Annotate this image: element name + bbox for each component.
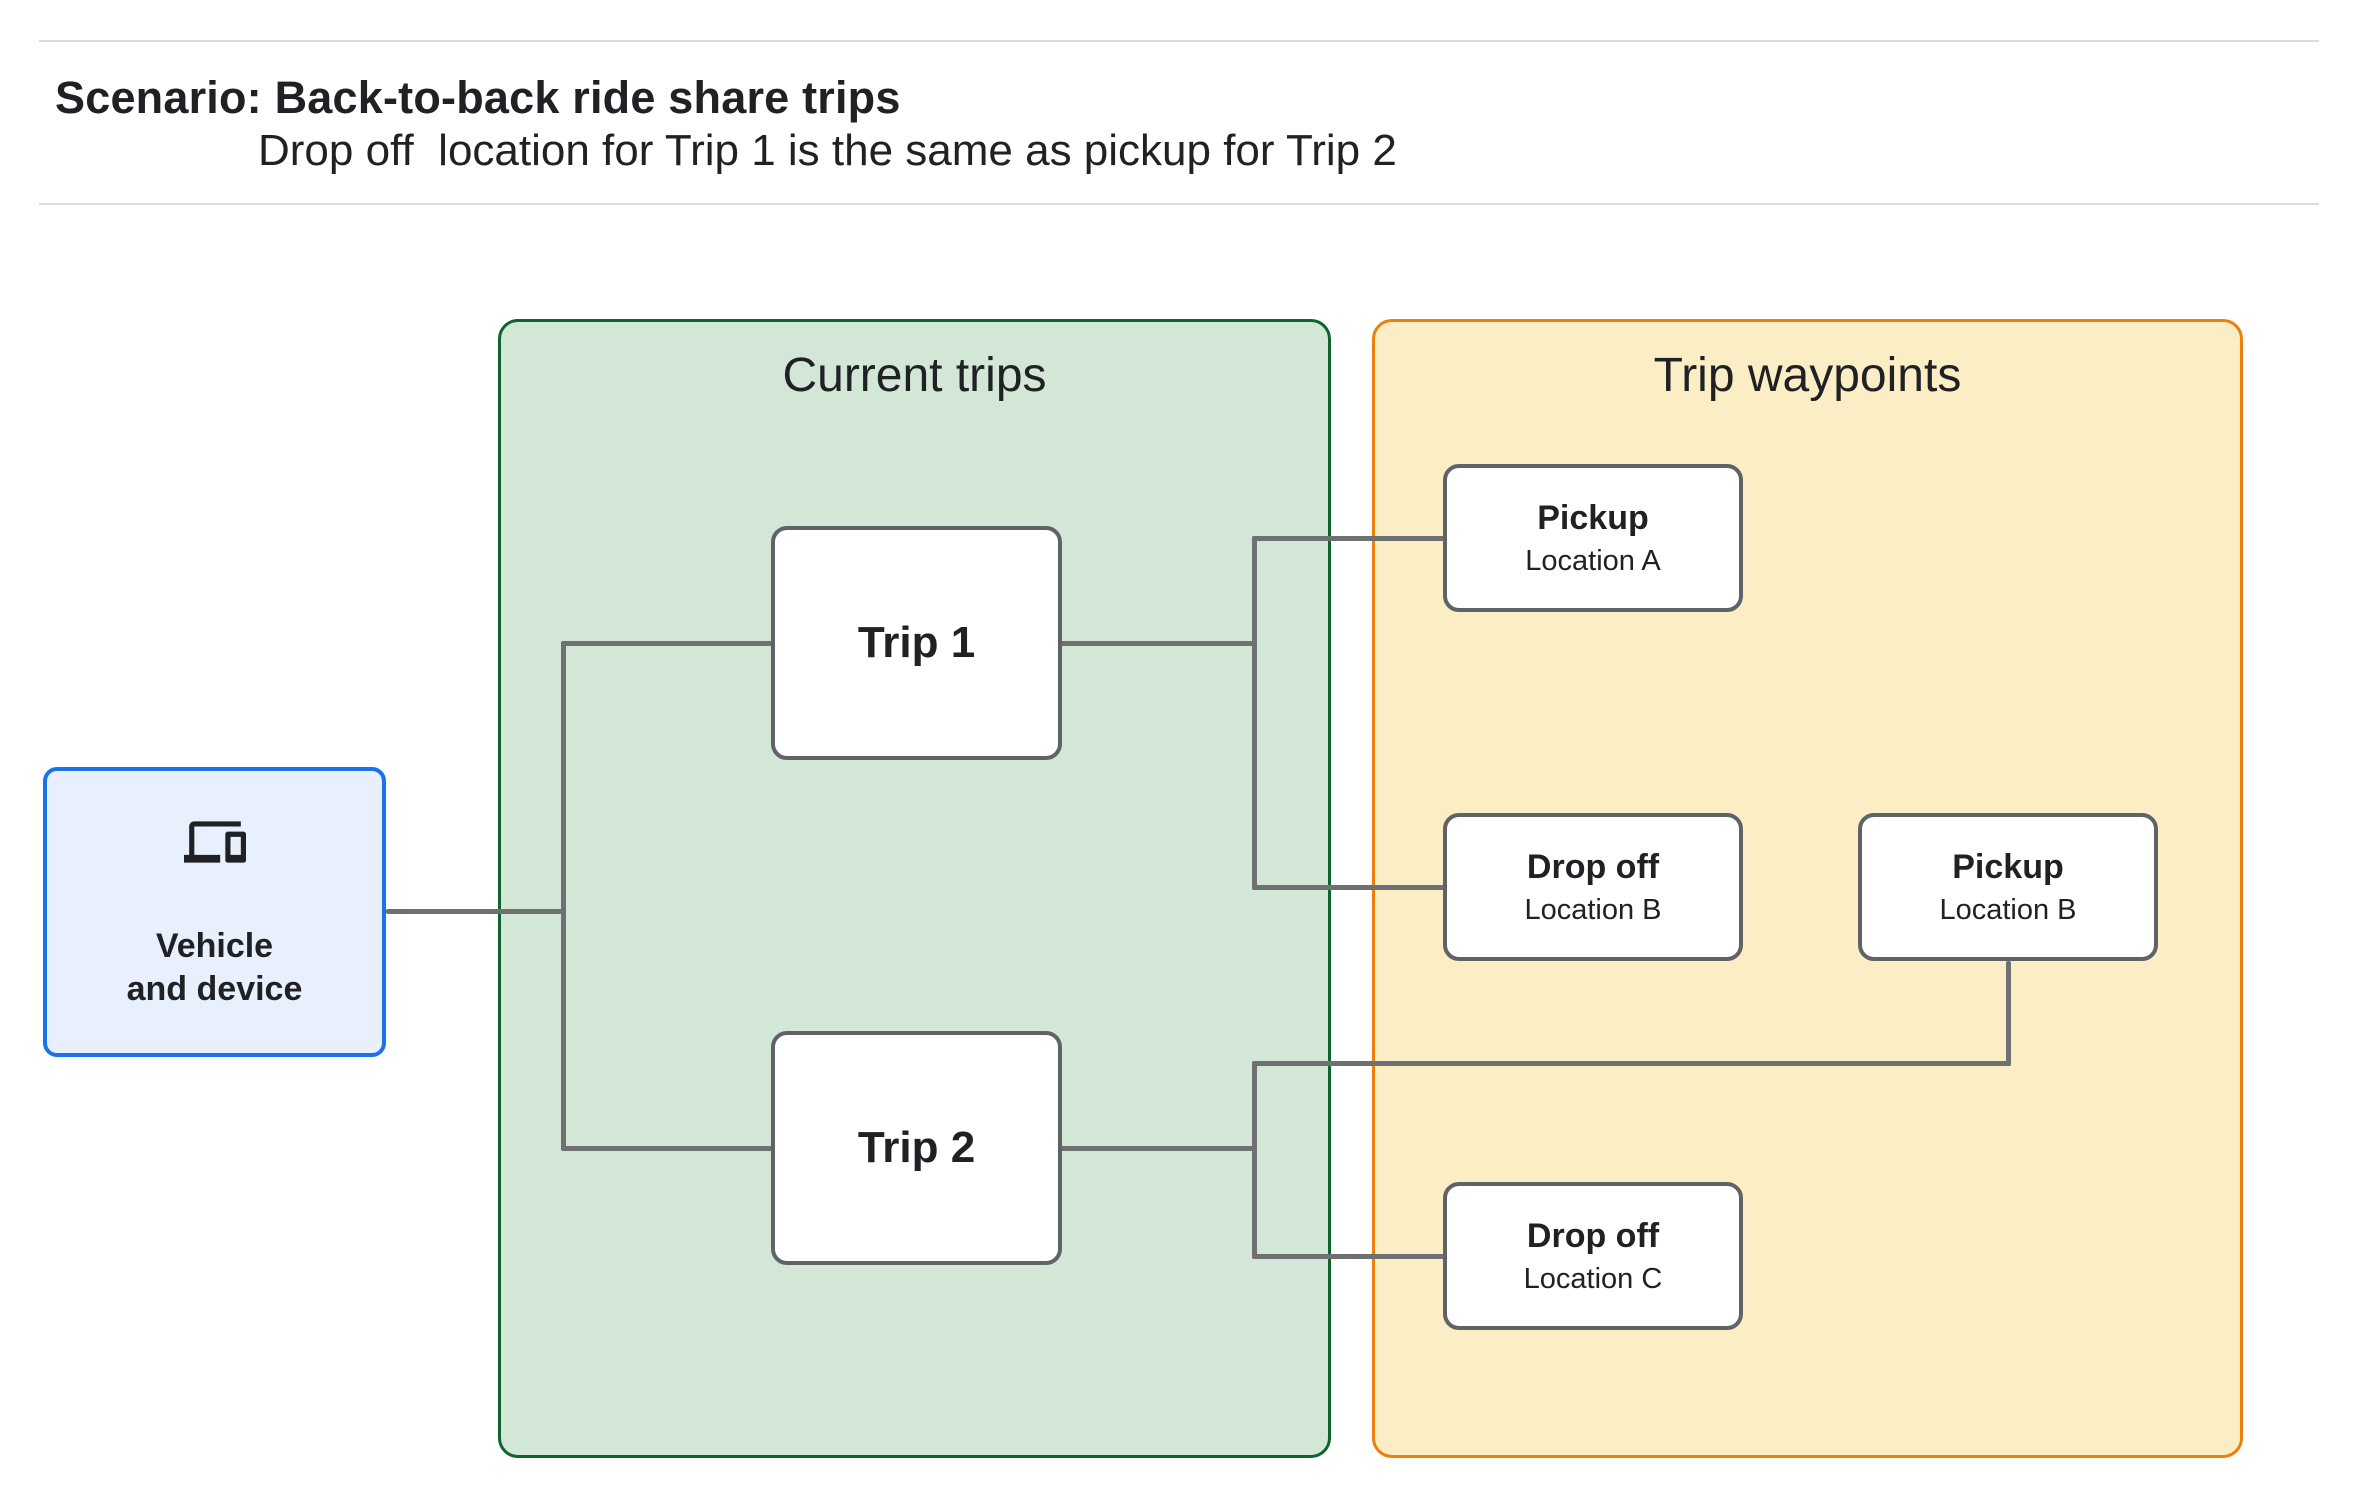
- header-bottom-divider: [39, 203, 2319, 205]
- connector-junction-to-trip2: [563, 1146, 773, 1151]
- trip-waypoints-panel-title: Trip waypoints: [1653, 349, 1962, 402]
- connector-trip1-right: [1060, 641, 1257, 646]
- waypoint-subtitle: Location A: [1525, 544, 1661, 577]
- connector-trip2-waypoints-vertical: [1252, 1061, 1257, 1259]
- waypoint-dropoff-location-c-box: Drop off Location C: [1443, 1182, 1743, 1330]
- waypoint-subtitle: Location B: [1939, 893, 2077, 926]
- trip-2-label: Trip 2: [857, 1123, 976, 1172]
- trip-1-label: Trip 1: [857, 618, 976, 667]
- connector-to-dropoff-b: [1252, 885, 1445, 890]
- waypoint-dropoff-location-b-box: Drop off Location B: [1443, 813, 1743, 961]
- connector-trip2-right: [1060, 1146, 1257, 1151]
- connector-junction-vertical: [561, 641, 566, 1151]
- waypoint-pickup-location-a-box: Pickup Location A: [1443, 464, 1743, 612]
- waypoint-pickup-location-b-box: Pickup Location B: [1858, 813, 2158, 961]
- header-top-divider: [39, 40, 2319, 42]
- vehicle-box-label-line2: and device: [126, 969, 303, 1008]
- trip-2-box: Trip 2: [771, 1031, 1062, 1265]
- connector-to-pickup-a: [1252, 536, 1445, 541]
- vehicle-and-device-box: Vehicle and device: [43, 767, 386, 1057]
- scenario-subtitle: Drop off location for Trip 1 is the same…: [258, 126, 1397, 175]
- waypoint-subtitle: Location C: [1523, 1262, 1663, 1295]
- waypoint-subtitle: Location B: [1524, 893, 1662, 926]
- vehicle-box-label-line1: Vehicle: [155, 927, 274, 965]
- devices-icon: [177, 811, 253, 873]
- trip-1-box: Trip 1: [771, 526, 1062, 760]
- scenario-title: Scenario: Back-to-back ride share trips: [55, 72, 901, 123]
- connector-pickup-b-vertical: [2006, 961, 2011, 1066]
- connector-vehicle-to-junction: [386, 909, 566, 914]
- vehicle-box-label: Vehicle and device: [127, 925, 303, 1011]
- connector-to-pickup-b-horizontal: [1252, 1061, 2011, 1066]
- waypoint-title: Drop off: [1526, 848, 1660, 887]
- connector-junction-to-trip1: [563, 641, 773, 646]
- waypoint-title: Pickup: [1537, 499, 1649, 538]
- connector-to-dropoff-c: [1252, 1254, 1445, 1259]
- waypoint-title: Pickup: [1952, 848, 2064, 887]
- current-trips-panel: Current trips: [498, 319, 1331, 1458]
- waypoint-title: Drop off: [1526, 1217, 1660, 1256]
- connector-trip1-waypoints-vertical: [1252, 536, 1257, 890]
- current-trips-panel-title: Current trips: [782, 349, 1047, 402]
